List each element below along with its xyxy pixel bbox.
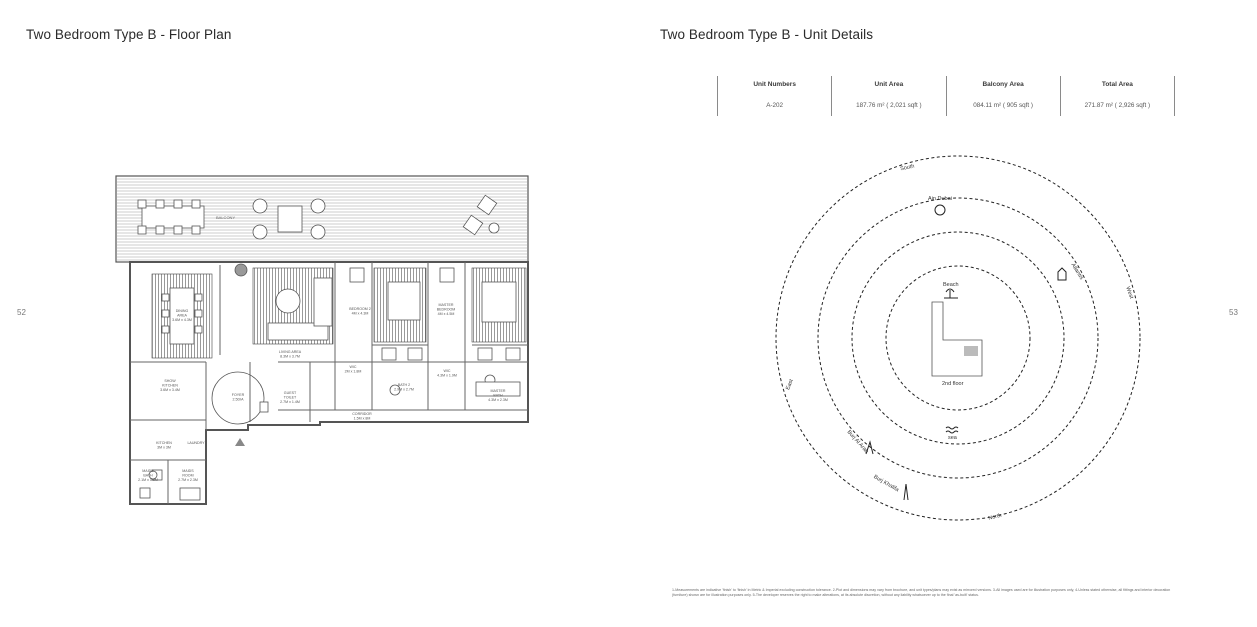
burj-al-arab-icon	[865, 440, 874, 455]
page-number-right: 53	[1229, 308, 1238, 317]
floor-plan-title: Two Bedroom Type B - Floor Plan	[26, 27, 232, 42]
details-header: Total Area	[1101, 81, 1133, 88]
label-burj-khalifa: Burj Khalifa	[872, 474, 900, 494]
label-east: East	[785, 378, 795, 391]
label-north: North	[988, 513, 1003, 522]
label-atlantis: Atlantis	[1070, 262, 1085, 281]
details-value: 084.11 m² ( 905 sqft )	[973, 102, 1033, 109]
beach-umbrella-icon	[944, 288, 958, 299]
details-col-total-area: Total Area 271.87 m² ( 2,926 sqft )	[1059, 76, 1175, 116]
details-value: 187.76 m² ( 2,021 sqft )	[856, 102, 922, 109]
label-sea: sea	[948, 435, 958, 441]
label-burj-al-arab: Burj Al Arab	[846, 429, 870, 454]
label-ain-dubai: Ain Dubai	[928, 196, 952, 202]
unit-details-title: Two Bedroom Type B - Unit Details	[660, 27, 874, 42]
details-col-unit-area: Unit Area 187.76 m² ( 2,021 sqft )	[831, 76, 945, 116]
ring-third	[817, 197, 1099, 479]
ferris-wheel-icon	[934, 204, 946, 216]
label-west: West	[1124, 286, 1134, 300]
label-south: South	[900, 164, 915, 173]
details-header: Unit Area	[874, 81, 904, 88]
details-col-balcony-area: Balcony Area 084.11 m² ( 905 sqft )	[945, 76, 1060, 116]
interior-furniture	[139, 263, 521, 501]
orientation-diagram: 2nd floor South North East West Ain Duba…	[775, 155, 1141, 522]
details-header: Unit Numbers	[753, 81, 796, 88]
ring-second	[851, 231, 1065, 445]
burj-khalifa-icon	[903, 483, 909, 501]
unit-details-table: Unit Numbers A-202 Unit Area 187.76 m² (…	[717, 76, 1175, 116]
entrance-marker	[235, 438, 245, 446]
label-floor: 2nd floor	[942, 381, 964, 387]
sea-waves-icon	[945, 426, 959, 434]
room-rugs	[151, 267, 527, 359]
label-beach: Beach	[943, 282, 959, 288]
building-footprint	[931, 301, 983, 377]
interior-walls	[129, 261, 529, 505]
atlantis-icon	[1057, 267, 1067, 281]
details-header: Balcony Area	[982, 81, 1024, 88]
room-label-balcony: BALCONY	[216, 215, 235, 220]
details-value: 271.87 m² ( 2,926 sqft )	[1084, 102, 1151, 109]
page-number-left: 52	[17, 308, 26, 317]
room-label-laundry: LAUNDRY	[187, 441, 205, 445]
details-value: A-202	[766, 102, 784, 109]
ring-outer	[775, 155, 1141, 521]
ring-inner	[885, 265, 1031, 411]
legal-footnote: 1-Measurements are indicative 'finish' t…	[672, 588, 1171, 597]
floor-plan-drawing: BALCONY	[115, 175, 529, 505]
balcony-furniture	[137, 194, 500, 240]
interior-partitions	[130, 262, 528, 504]
details-col-unit-numbers: Unit Numbers A-202	[717, 76, 831, 116]
